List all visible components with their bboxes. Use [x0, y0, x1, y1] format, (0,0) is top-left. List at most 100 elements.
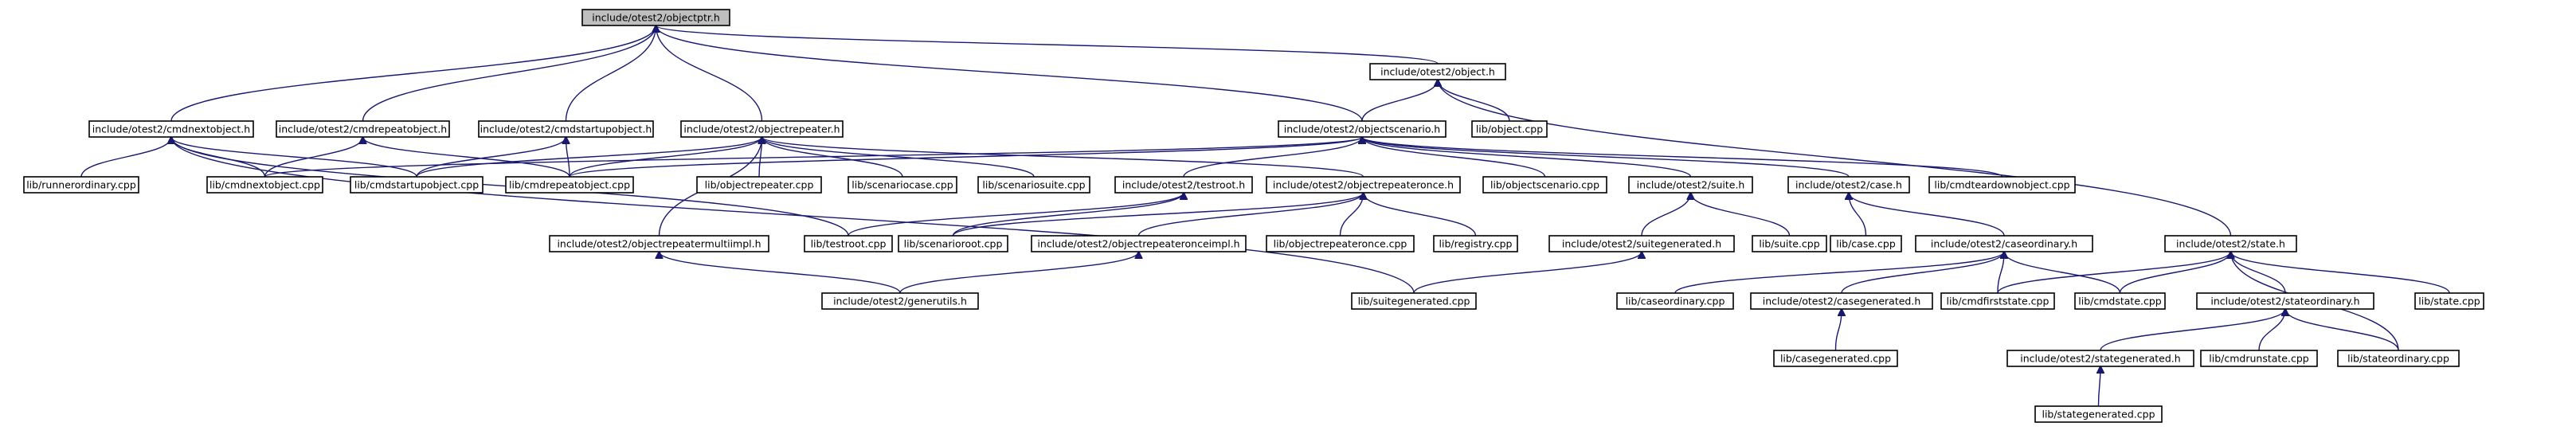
- edge-suitegenerated_cpp-to-suitegenerated_h: [1413, 252, 1642, 294]
- node-objectrepeater-h[interactable]: include/otest2/objectrepeater.h: [680, 120, 844, 138]
- node-cmdfirststate-cpp[interactable]: lib/cmdfirststate.cpp: [1940, 292, 2055, 310]
- edges-layer: [80, 25, 2450, 407]
- node-box: [1616, 292, 1734, 310]
- node-box: [206, 176, 323, 194]
- node-cmdstate-cpp[interactable]: lib/cmdstate.cpp: [2074, 292, 2166, 310]
- node-box: [350, 176, 483, 194]
- edge-cmdstartupobject_cpp-to-cmdstartupobject_h: [416, 137, 566, 178]
- node-label: include/otest2/objectrepeater.h: [683, 123, 840, 135]
- node-registry-cpp[interactable]: lib/registry.cpp: [1433, 235, 1518, 252]
- node-objectrepeatermultiimpl-h[interactable]: include/otest2/objectrepeatermultiimpl.h: [549, 235, 769, 252]
- node-cmdstartupobject-h[interactable]: include/otest2/cmdstartupobject.h: [478, 120, 654, 138]
- edge-cmdteardownobject_cpp-to-objectscenario_h: [1362, 137, 2003, 178]
- node-casegenerated-cpp[interactable]: lib/casegenerated.cpp: [1773, 350, 1898, 367]
- node-cmdteardownobject-cpp[interactable]: lib/cmdteardownobject.cpp: [1928, 176, 2076, 194]
- node-objectrepeateronce-cpp[interactable]: lib/objectrepeateronce.cpp: [1266, 235, 1415, 252]
- node-label: lib/objectrepeater.cpp: [705, 179, 814, 191]
- node-label: lib/cmdstartupobject.cpp: [354, 179, 479, 191]
- node-objectscenario-h[interactable]: include/otest2/objectscenario.h: [1278, 120, 1447, 138]
- node-objectrepeater-cpp[interactable]: lib/objectrepeater.cpp: [696, 176, 822, 194]
- node-cmdrepeatobject-h[interactable]: include/otest2/cmdrepeatobject.h: [276, 120, 450, 138]
- node-box: [581, 9, 730, 26]
- node-objectptr[interactable]: include/otest2/objectptr.h: [581, 9, 730, 26]
- node-label: include/otest2/state.h: [2176, 238, 2285, 250]
- node-testroot-h[interactable]: include/otest2/testroot.h: [1114, 176, 1253, 194]
- node-box: [1031, 235, 1247, 252]
- edge-cmdstartupobject_cpp-to-cmdnextobject_h: [171, 137, 417, 178]
- node-cmdrunstate-cpp[interactable]: lib/cmdrunstate.cpp: [2200, 350, 2318, 367]
- node-label: lib/cmdrunstate.cpp: [2209, 353, 2309, 365]
- node-box: [1482, 176, 1607, 194]
- node-box: [478, 120, 654, 138]
- edge-cmdnextobject_h-to-objectptr: [170, 25, 656, 122]
- node-scenarioroot-cpp[interactable]: lib/scenarioroot.cpp: [898, 235, 1008, 252]
- node-box: [505, 176, 634, 194]
- node-caseordinary-cpp[interactable]: lib/caseordinary.cpp: [1616, 292, 1734, 310]
- edge-suite_h-to-objectscenario_h: [1362, 137, 1692, 178]
- node-casegenerated-h[interactable]: include/otest2/casegenerated.h: [1750, 292, 1933, 310]
- node-box: [1471, 120, 1548, 138]
- node-box: [2196, 292, 2374, 310]
- node-suite-cpp[interactable]: lib/suite.cpp: [1752, 235, 1827, 252]
- node-generutils-h[interactable]: include/otest2/generutils.h: [821, 292, 979, 310]
- node-box: [88, 120, 254, 138]
- node-box: [1351, 292, 1477, 310]
- node-object-h[interactable]: include/otest2/object.h: [1369, 63, 1506, 80]
- node-label: lib/casegenerated.cpp: [1780, 353, 1891, 365]
- node-runnerordinary-cpp[interactable]: lib/runnerordinary.cpp: [23, 176, 139, 194]
- node-cmdnextobject-cpp[interactable]: lib/cmdnextobject.cpp: [206, 176, 323, 194]
- edge-objectrepeateronceimpl_h-to-objectrepeateronce_h: [1137, 193, 1364, 237]
- node-label: include/otest2/objectscenario.h: [1284, 123, 1440, 135]
- edge-cmdrepeatobject_cpp-to-cmdrepeatobject_h: [363, 137, 570, 178]
- edge-case_h-to-objectscenario_h: [1362, 137, 1850, 178]
- node-case-cpp[interactable]: lib/case.cpp: [1830, 235, 1902, 252]
- node-case-h[interactable]: include/otest2/case.h: [1787, 176, 1910, 194]
- node-stategenerated-cpp[interactable]: lib/stategenerated.cpp: [2034, 405, 2163, 423]
- node-suitegenerated-cpp[interactable]: lib/suitegenerated.cpp: [1351, 292, 1477, 310]
- node-box: [1278, 120, 1447, 138]
- edge-stateordinary_cpp-to-stateordinary_h: [2285, 309, 2399, 351]
- node-objectrepeateronceimpl-h[interactable]: include/otest2/objectrepeateronceimpl.h: [1031, 235, 1247, 252]
- edge-objectrepeateronce_cpp-to-objectrepeateronce_h: [1339, 193, 1364, 237]
- node-suitegenerated-h[interactable]: include/otest2/suitegenerated.h: [1548, 235, 1735, 252]
- node-label: lib/objectscenario.cpp: [1490, 179, 1599, 191]
- node-state-cpp[interactable]: lib/state.cpp: [2414, 292, 2484, 310]
- node-box: [1433, 235, 1518, 252]
- node-label: include/otest2/suite.h: [1637, 179, 1745, 191]
- node-state-h[interactable]: include/otest2/state.h: [2164, 235, 2297, 252]
- node-scenariocase-cpp[interactable]: lib/scenariocase.cpp: [848, 176, 957, 194]
- node-objectrepeateronce-h[interactable]: include/otest2/objectrepeateronce.h: [1266, 176, 1461, 194]
- edge-testroot_h-to-objectscenario_h: [1183, 137, 1362, 178]
- edge-objectscenario_h-to-object_h: [1361, 80, 1438, 122]
- node-cmdstartupobject-cpp[interactable]: lib/cmdstartupobject.cpp: [350, 176, 483, 194]
- node-label: lib/testroot.cpp: [811, 238, 887, 250]
- edge-state_cpp-to-state_h: [2231, 252, 2450, 294]
- node-label: lib/stategenerated.cpp: [2042, 409, 2155, 421]
- node-testroot-cpp[interactable]: lib/testroot.cpp: [804, 235, 893, 252]
- node-stateordinary-cpp[interactable]: lib/stateordinary.cpp: [2337, 350, 2460, 367]
- node-label: lib/runnerordinary.cpp: [26, 179, 136, 191]
- node-label: lib/caseordinary.cpp: [1626, 295, 1725, 307]
- node-objectscenario-cpp[interactable]: lib/objectscenario.cpp: [1482, 176, 1607, 194]
- node-label: lib/suitegenerated.cpp: [1358, 295, 1470, 307]
- node-box: [2414, 292, 2484, 310]
- node-stateordinary-h[interactable]: include/otest2/stateordinary.h: [2196, 292, 2374, 310]
- node-label: lib/stateordinary.cpp: [2347, 353, 2449, 365]
- edge-objectscenario_cpp-to-objectscenario_h: [1362, 137, 1546, 178]
- node-scenariosuite-cpp[interactable]: lib/scenariosuite.cpp: [977, 176, 1090, 194]
- edge-registry_cpp-to-objectrepeateronce_h: [1364, 193, 1477, 237]
- node-stategenerated-h[interactable]: include/otest2/stategenerated.h: [2006, 350, 2194, 367]
- node-box: [1940, 292, 2055, 310]
- edge-cmdstate_cpp-to-state_h: [2119, 252, 2231, 294]
- node-suite-h[interactable]: include/otest2/suite.h: [1628, 176, 1753, 194]
- node-caseordinary-h[interactable]: include/otest2/caseordinary.h: [1915, 235, 2093, 252]
- edge-cmdstate_cpp-to-caseordinary_h: [2004, 252, 2121, 294]
- node-box: [23, 176, 139, 194]
- node-object-cpp[interactable]: lib/object.cpp: [1471, 120, 1548, 138]
- node-box: [1928, 176, 2076, 194]
- edge-casegenerated_h-to-caseordinary_h: [1841, 252, 2004, 294]
- node-cmdrepeatobject-cpp[interactable]: lib/cmdrepeatobject.cpp: [505, 176, 634, 194]
- node-label: lib/cmdnextobject.cpp: [209, 179, 320, 191]
- node-cmdnextobject-h[interactable]: include/otest2/cmdnextobject.h: [88, 120, 254, 138]
